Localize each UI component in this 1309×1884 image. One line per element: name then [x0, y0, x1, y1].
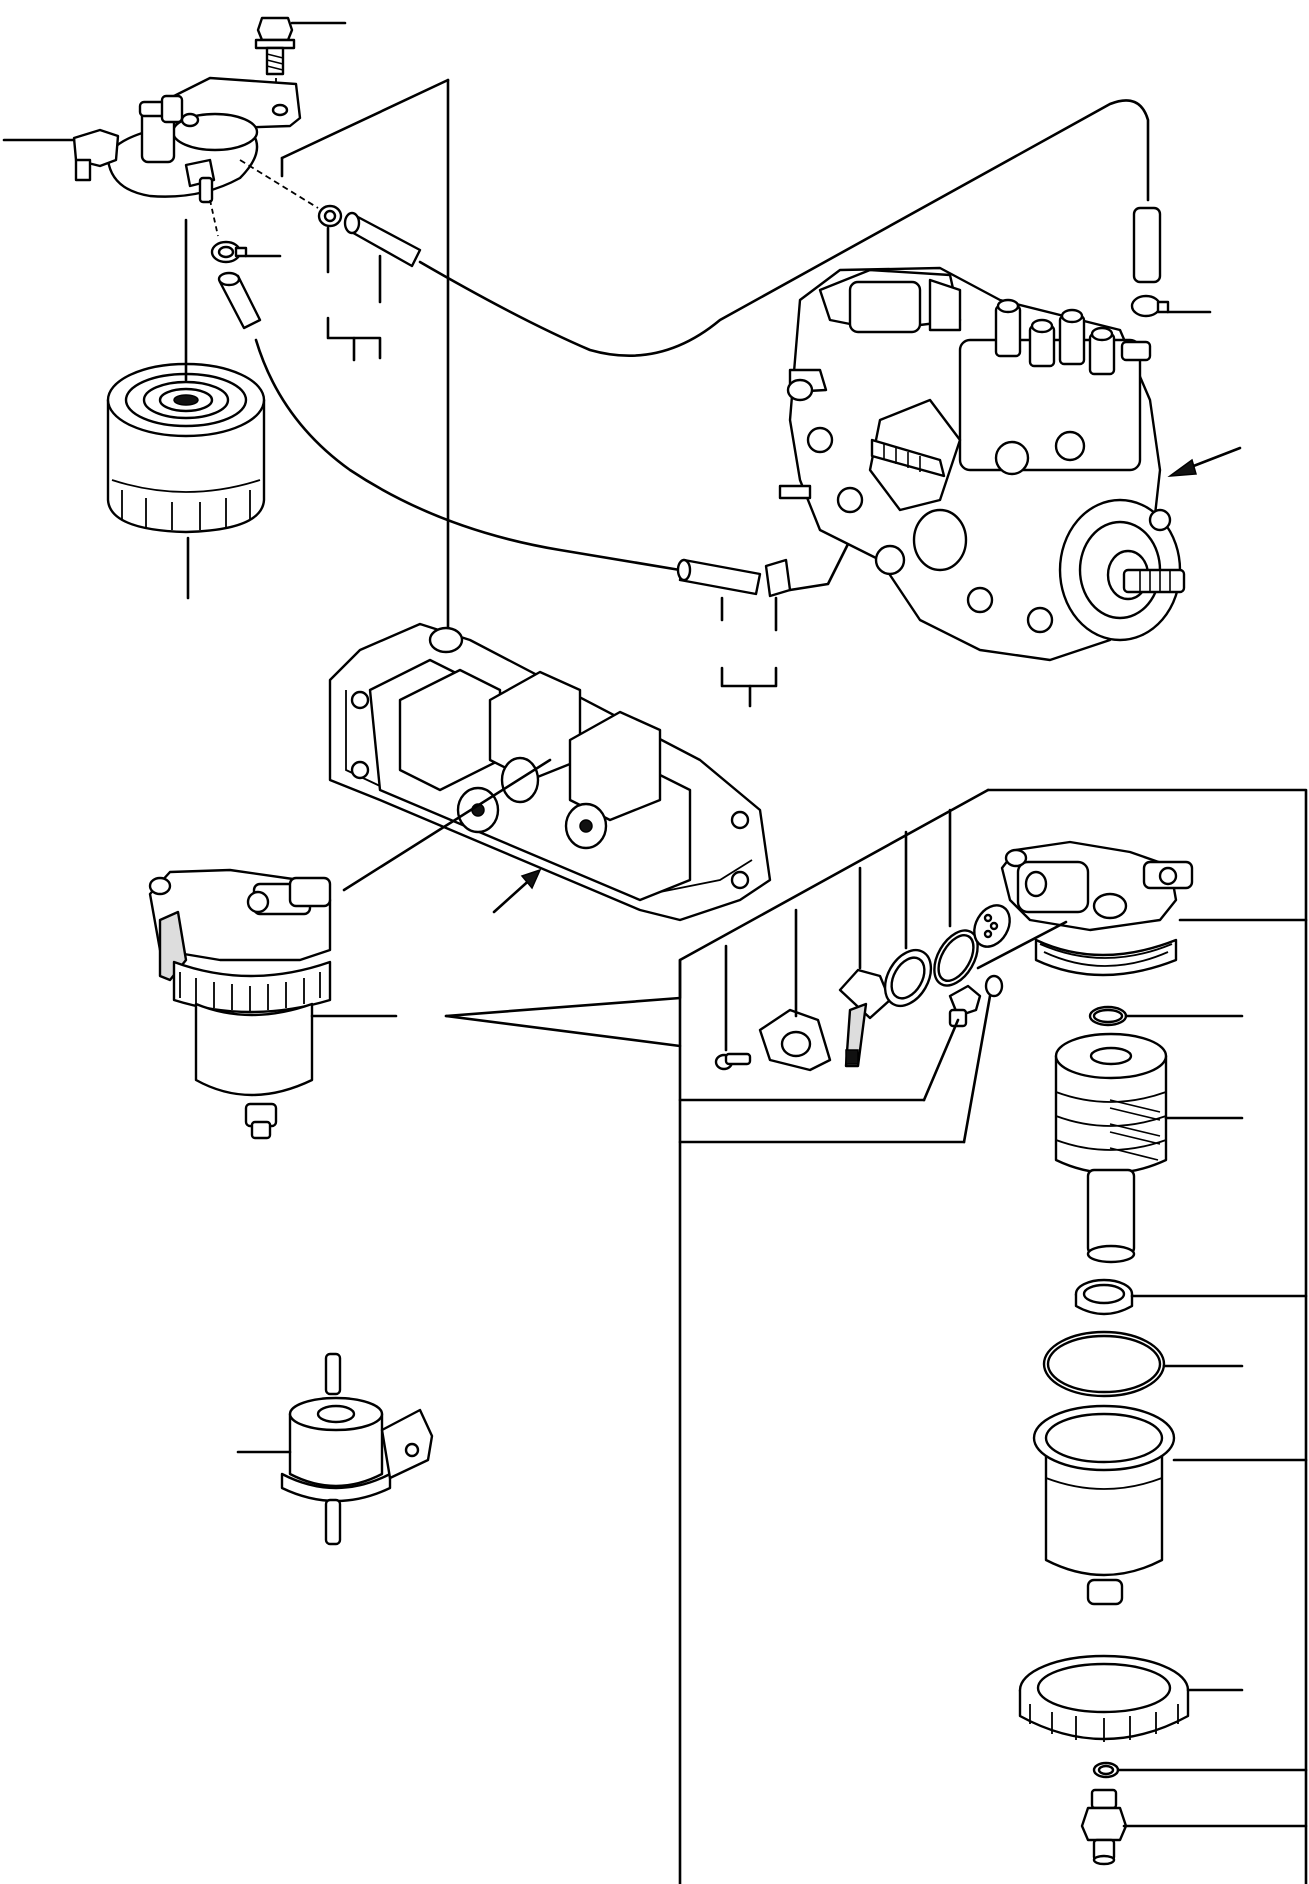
callout-bracket: [720, 666, 778, 688]
bowl-icon: [1032, 1404, 1176, 1606]
filter-head-icon: [106, 76, 302, 204]
manifold-icon: [328, 622, 772, 922]
gasket-icon: [883, 948, 933, 1008]
hose-icon: [343, 211, 422, 268]
small-o-ring-icon: [1092, 1761, 1120, 1779]
retaining-ring-icon: [1018, 1654, 1190, 1742]
clamp-icon: [317, 204, 343, 228]
screw-icon: [714, 1052, 752, 1071]
bleed-screw-icon: [948, 984, 982, 1028]
hose-icon: [217, 271, 262, 330]
separator-head-icon: [1000, 840, 1194, 977]
seal-icon: [973, 904, 1011, 948]
spring-seat-icon: [1074, 1278, 1134, 1316]
lever-icon: [838, 968, 892, 1068]
clamp-icon: [210, 240, 248, 264]
mounting-bolt-icon: [254, 16, 296, 76]
detail-box-outline: [986, 788, 1308, 1884]
pump-icon: [778, 266, 1186, 662]
arrow-head-icon: [520, 868, 542, 890]
banjo-fitting-icon: [764, 558, 792, 598]
o-ring-icon: [933, 929, 979, 987]
o-ring-icon: [1088, 1005, 1128, 1027]
hose-icon: [676, 558, 762, 596]
banjo-fitting-icon: [72, 112, 200, 182]
arrow-head-icon: [1167, 458, 1197, 477]
o-ring-icon: [984, 974, 1004, 998]
drain-plug-icon: [1080, 1788, 1128, 1866]
separator-icon: [148, 868, 332, 1140]
plate-icon: [758, 1008, 832, 1072]
filter-cartridge-icon: [106, 362, 266, 534]
hose-icon: [1132, 206, 1162, 284]
inline-filter-icon: [280, 1352, 434, 1546]
large-o-ring-icon: [1042, 1330, 1166, 1398]
clamp-icon: [1130, 294, 1170, 318]
filter-element-icon: [1054, 1032, 1168, 1264]
